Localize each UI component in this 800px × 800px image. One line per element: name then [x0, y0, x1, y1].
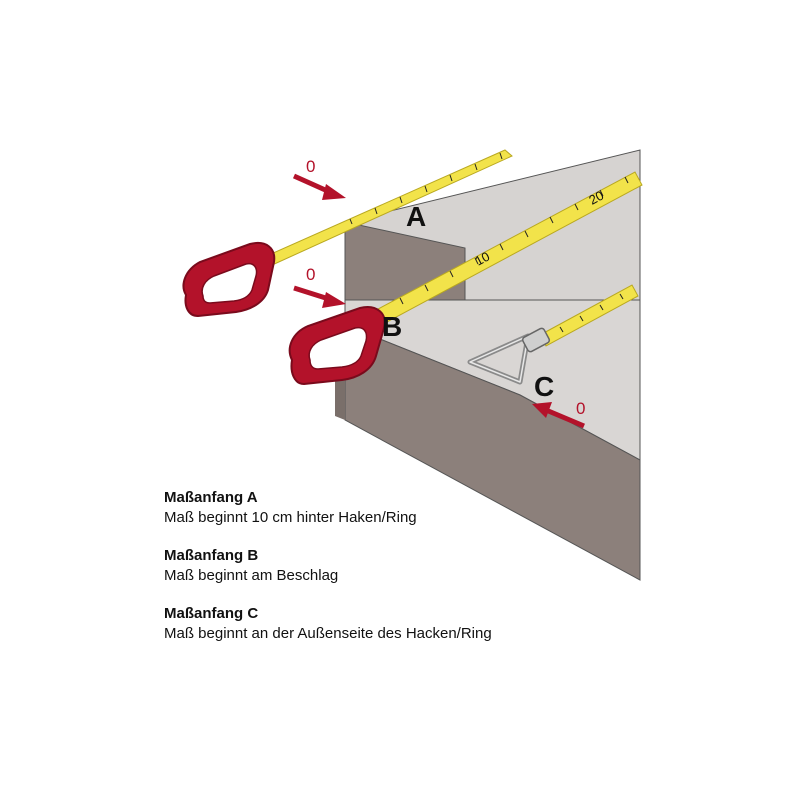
- marker-letter-c: C: [534, 371, 554, 402]
- legend: Maßanfang A Maß beginnt 10 cm hinter Hak…: [164, 488, 664, 662]
- tape-c-ticks: [559, 293, 624, 333]
- tape-c: [467, 284, 639, 385]
- tape-a: [182, 149, 513, 318]
- legend-entry-a: Maßanfang A Maß beginnt 10 cm hinter Hak…: [164, 488, 664, 528]
- arrow-c: [532, 402, 585, 429]
- legend-entry-c: Maßanfang C Maß beginnt an der Außenseit…: [164, 604, 664, 644]
- tape-b-ticks: [399, 176, 629, 305]
- metal-ring-hook-icon: [467, 327, 551, 385]
- legend-entry-b: Maßanfang B Maß beginnt am Beschlag: [164, 546, 664, 586]
- legend-title-a: Maßanfang A: [164, 489, 258, 506]
- marker-letter-a: A: [406, 201, 426, 232]
- tape-a-ticks: [349, 152, 503, 225]
- legend-title-c: Maßanfang C: [164, 605, 259, 622]
- legend-text-b: Maß beginnt am Beschlag: [164, 567, 339, 584]
- legend-text-c: Maß beginnt an der Außenseite des Hacken…: [164, 625, 492, 642]
- zero-mark-b: 0: [306, 265, 315, 284]
- zero-mark-c: 0: [576, 399, 585, 418]
- upper-block: [344, 149, 641, 301]
- tape-b-tick-20: 20: [586, 188, 606, 208]
- tape-b-tick-10: 10: [472, 249, 492, 269]
- arrow-b: [293, 285, 346, 308]
- legend-title-b: Maßanfang B: [164, 547, 259, 564]
- tape-b: 10 20: [288, 171, 643, 386]
- arrow-a: [292, 173, 346, 200]
- marker-letter-b: B: [382, 311, 402, 342]
- zero-mark-a: 0: [306, 157, 315, 176]
- red-tape-handle-icon: [182, 242, 276, 318]
- red-tape-handle-icon: [288, 306, 386, 386]
- legend-text-a: Maß beginnt 10 cm hinter Haken/Ring: [164, 509, 417, 526]
